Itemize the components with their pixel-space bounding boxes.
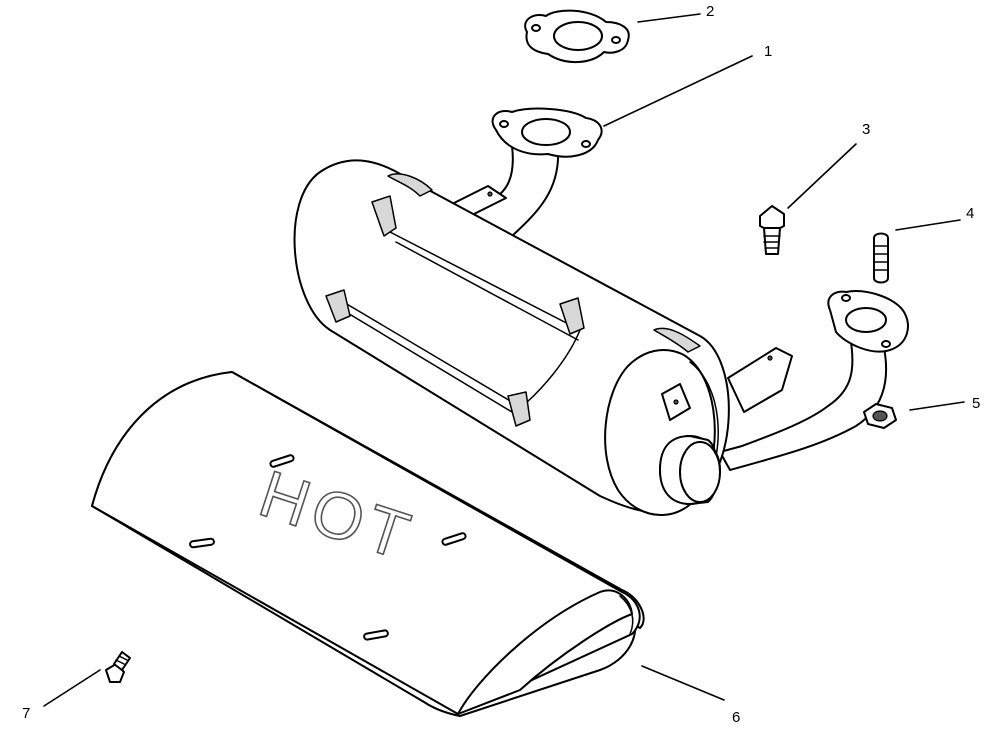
part-gasket	[524, 9, 630, 64]
callout-1: 1	[764, 43, 772, 60]
part-nut	[863, 403, 897, 429]
callout-4: 4	[966, 205, 974, 222]
callout-7: 7	[22, 705, 30, 722]
part-stud	[873, 232, 889, 284]
leader-line-2	[637, 13, 701, 23]
leader-lines	[43, 13, 965, 707]
leader-line-5	[909, 401, 965, 411]
callout-5: 5	[972, 395, 980, 412]
leader-line-3	[787, 143, 857, 209]
part-bolt	[105, 651, 131, 683]
part-heat-shield: HOT	[91, 371, 645, 717]
leader-line-4	[895, 219, 961, 231]
part-muffler	[293, 107, 909, 516]
callouts: 1 2 3 4 5 6 7	[22, 3, 980, 726]
callout-3: 3	[862, 121, 870, 138]
leader-line-7	[43, 669, 101, 707]
part-fitting	[759, 205, 785, 255]
leader-line-6	[641, 665, 725, 701]
callout-2: 2	[706, 3, 714, 20]
leader-line-1	[603, 55, 753, 127]
callout-6: 6	[732, 709, 740, 726]
